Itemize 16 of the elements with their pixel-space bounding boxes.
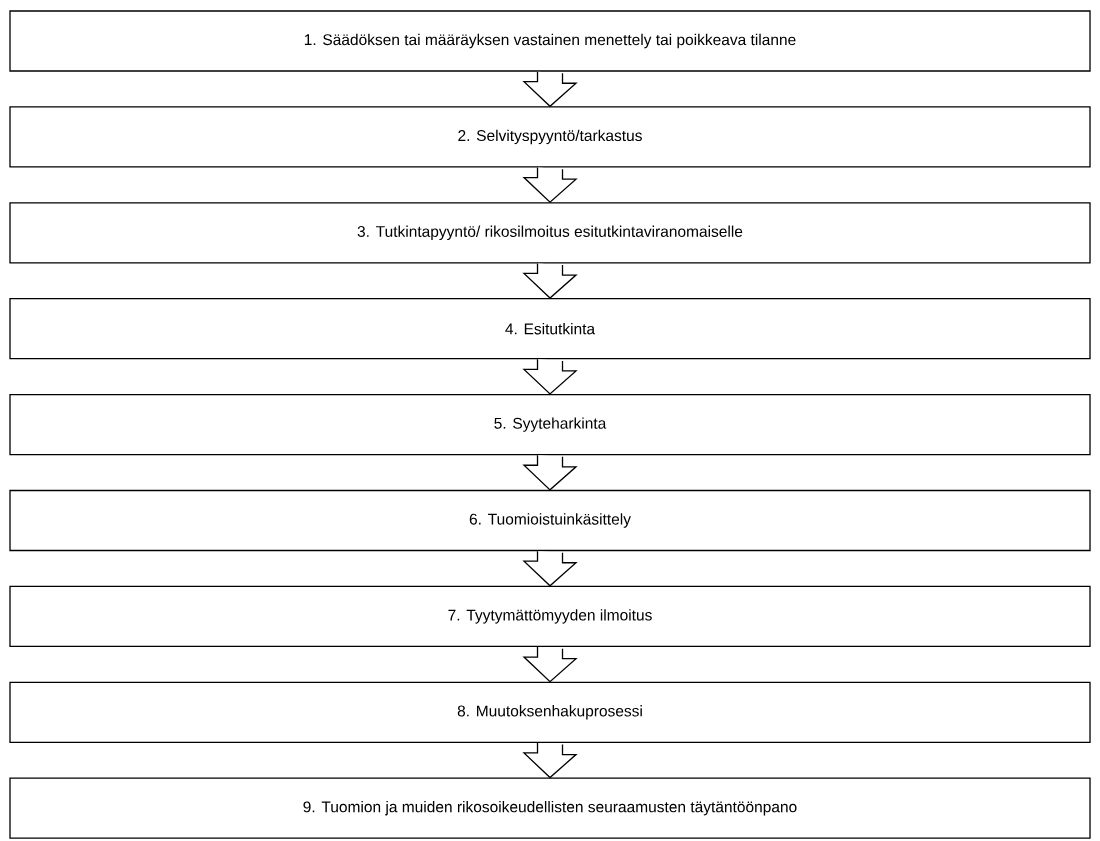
process-box: 8. Muutoksenhakuprosessi <box>9 681 1091 743</box>
process-box: 1. Säädöksen tai määräyksen vastainen menettely tai poikkeava tilanne <box>9 10 1091 72</box>
process-box: 4. Esitutkinta <box>9 298 1091 360</box>
arrow <box>522 166 578 204</box>
arrow <box>522 646 578 683</box>
arrow <box>522 742 578 779</box>
arrow <box>522 358 578 395</box>
arrow <box>522 454 578 491</box>
process-box: 7. Tyytymättömyyden ilmoitus <box>9 585 1091 648</box>
process-box: 6. Tuomioistuinkäsittely <box>9 489 1091 552</box>
process-box: 2. Selvityspyyntö/tarkastus <box>9 106 1091 168</box>
process-box: 9. Tuomion ja muiden rikosoikeudellisten seuraamusten täytäntöönpano <box>9 777 1091 839</box>
process-box: 5. Syyteharkinta <box>9 393 1091 456</box>
arrow <box>522 262 578 299</box>
arrow <box>522 550 578 587</box>
process-box: 3. Tutkintapyyntö/ rikosilmoitus esitutkintaviranomaiselle <box>9 202 1091 264</box>
